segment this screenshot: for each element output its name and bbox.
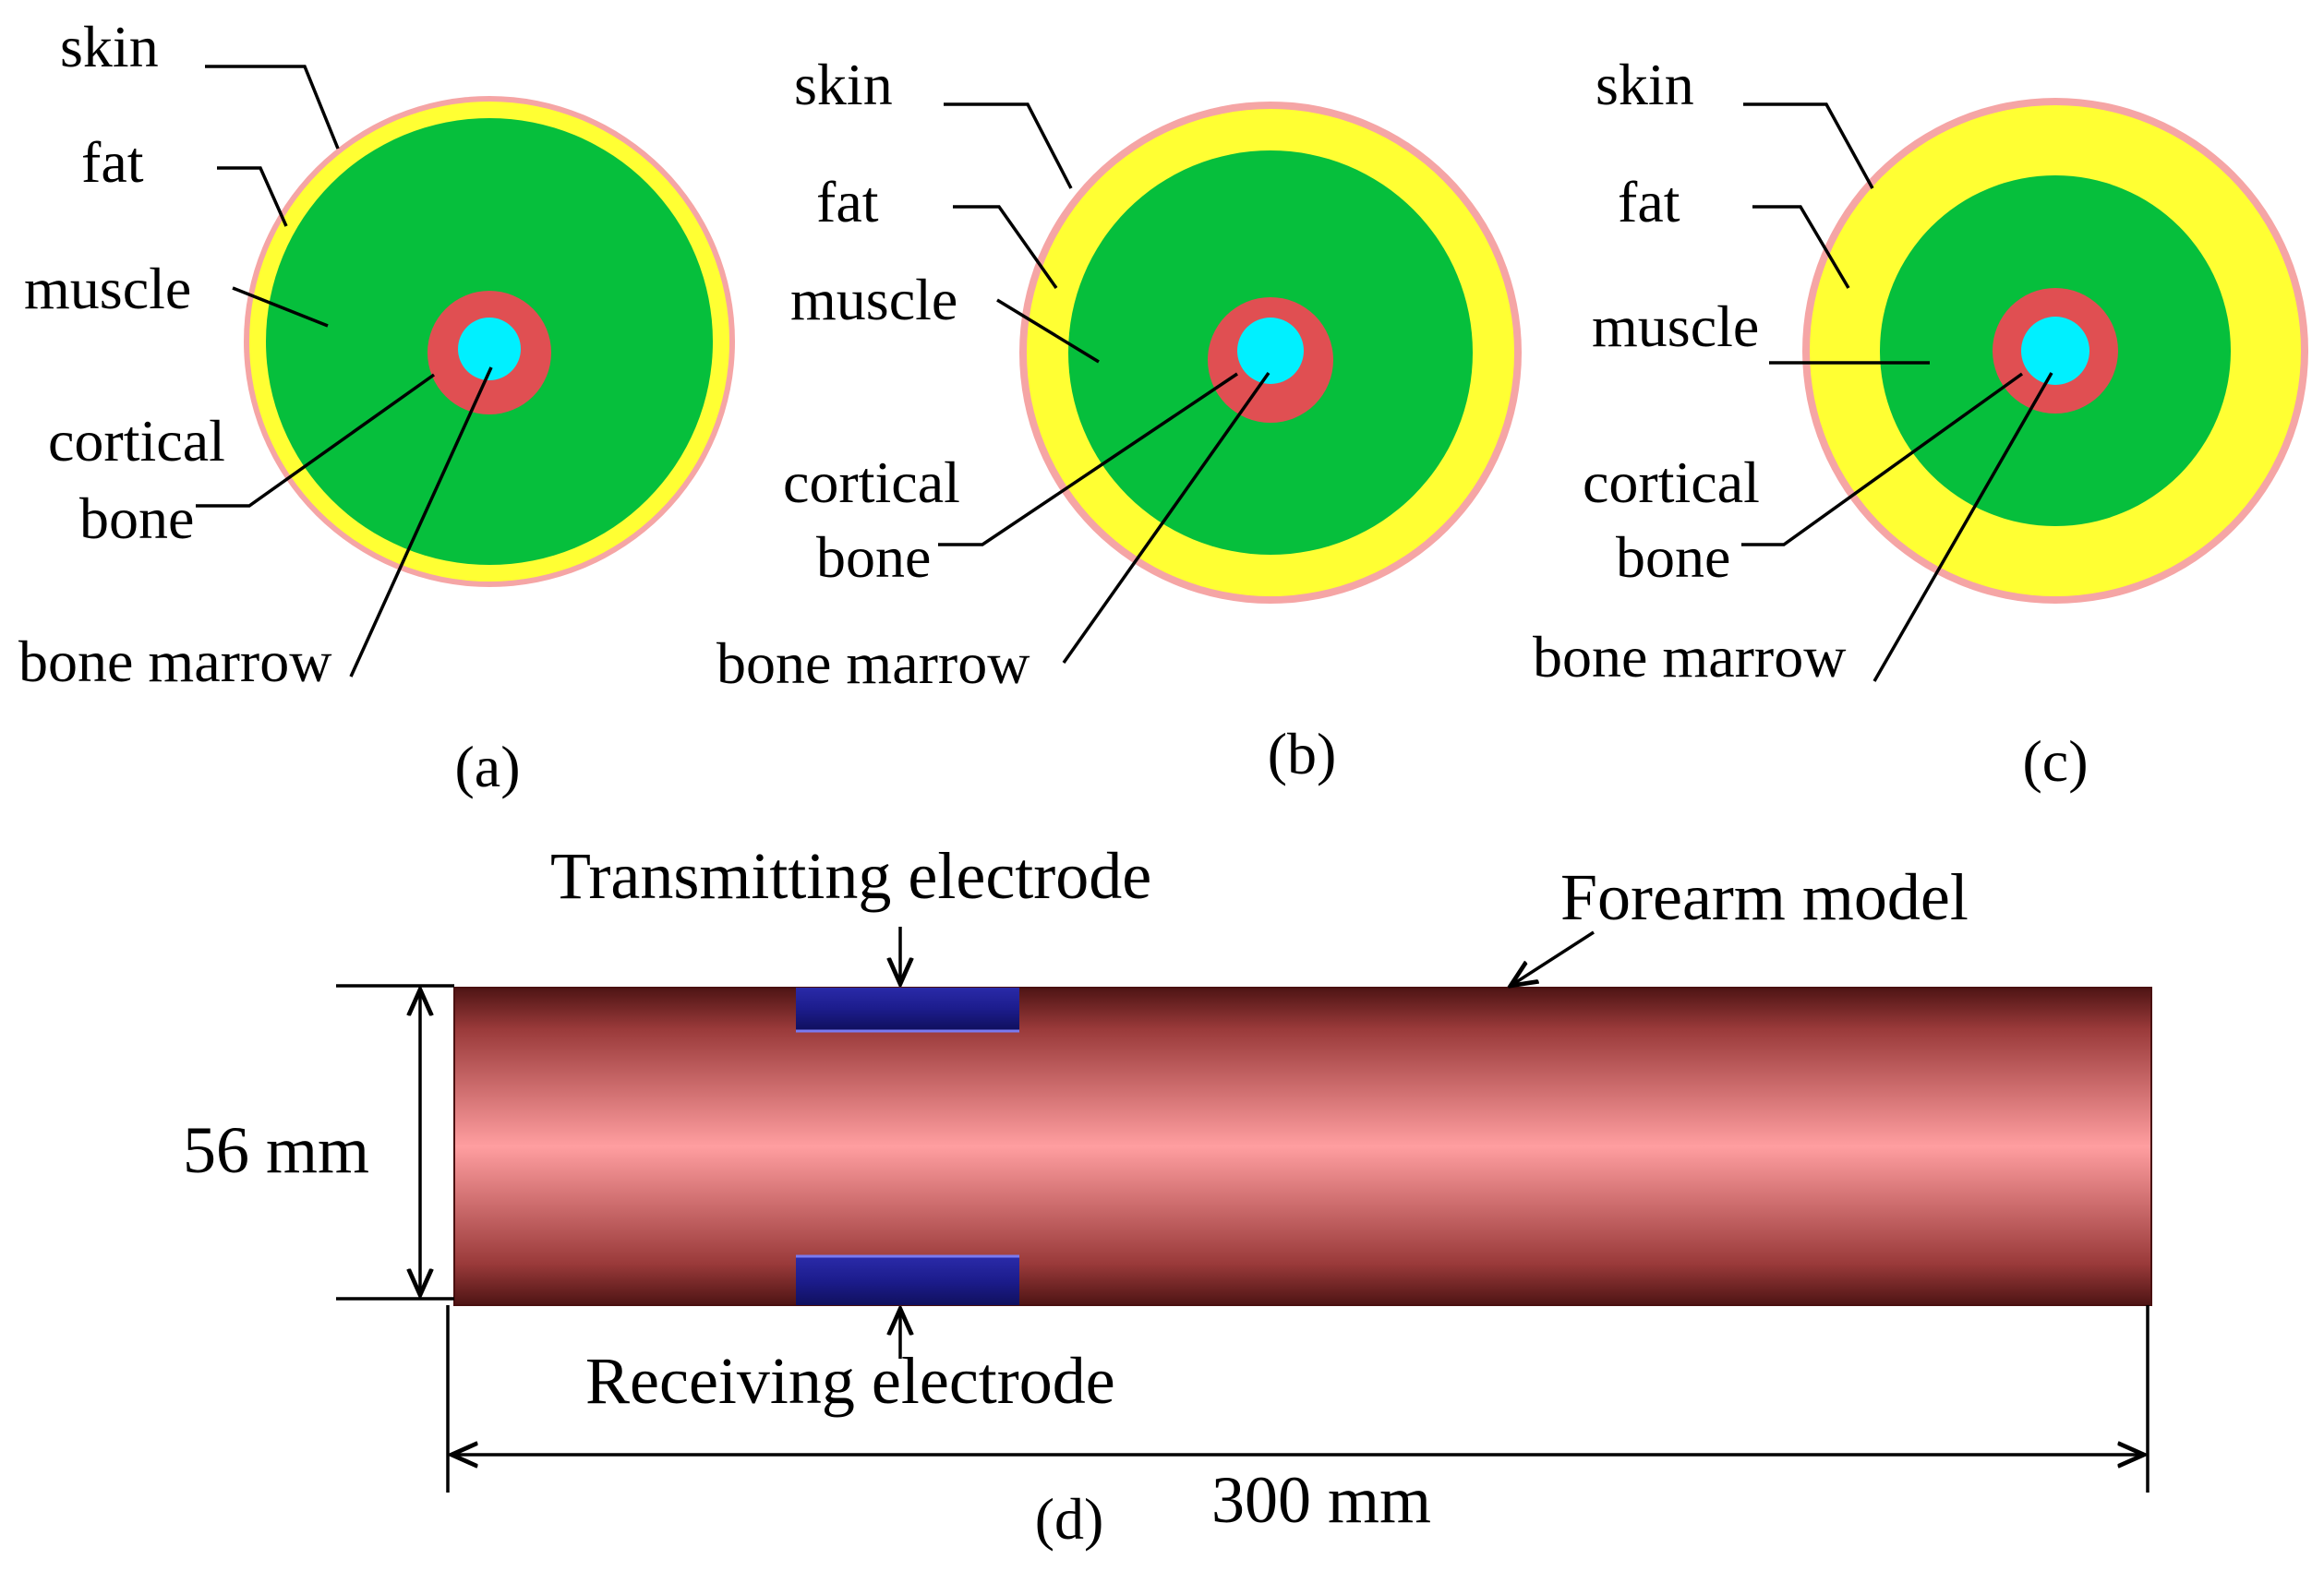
cortical-bone-leader-line bbox=[938, 372, 1238, 546]
transmitting-electrode bbox=[796, 988, 1019, 1030]
panel-d-caption: (d) bbox=[1035, 1486, 1104, 1552]
skin-label: skin bbox=[60, 14, 159, 79]
panel-c: skin fat muscle cortical bone bone marro… bbox=[1533, 52, 2308, 794]
receiving-electrode-label: Receiving electrode bbox=[585, 1344, 1115, 1418]
panel-c-caption: (c) bbox=[2022, 728, 2088, 794]
forearm-cylinder bbox=[453, 987, 2152, 1306]
bone-marrow-leader-line bbox=[1062, 371, 1270, 665]
forearm-pointer-arrow bbox=[1511, 930, 1595, 986]
cortical-bone-label: bone bbox=[79, 486, 194, 551]
muscle-leader-line bbox=[232, 286, 329, 328]
fat-label: fat bbox=[81, 129, 144, 195]
bone-marrow-layer bbox=[458, 318, 521, 380]
muscle-leader-line bbox=[996, 298, 1100, 364]
cortical-label: cortical bbox=[1583, 450, 1760, 515]
skin-leader-line bbox=[1743, 102, 1874, 189]
fat-leader-line bbox=[217, 166, 288, 227]
bone-marrow-layer bbox=[2021, 317, 2089, 385]
cortical-label: cortical bbox=[48, 408, 225, 474]
diameter-label: 56 mm bbox=[183, 1113, 369, 1187]
bone-marrow-leader-line bbox=[349, 366, 493, 678]
skin-leader-line bbox=[205, 65, 340, 150]
cortical-label: cortical bbox=[783, 450, 960, 515]
fat-leader-line bbox=[953, 205, 1058, 290]
cortical-bone-leader-line bbox=[196, 373, 436, 508]
panel-a-caption: (a) bbox=[454, 734, 520, 799]
bone-marrow-leader-line bbox=[1872, 372, 2053, 682]
bone-marrow-label: bone marrow bbox=[18, 629, 331, 694]
receiving-electrode bbox=[796, 1257, 1019, 1305]
panel-d: 56 mm 300 mm Transmitting electrode Fore… bbox=[183, 839, 2152, 1552]
bone-marrow-label: bone marrow bbox=[1533, 624, 1846, 690]
muscle-label: muscle bbox=[790, 267, 957, 332]
bone-marrow-label: bone marrow bbox=[716, 630, 1030, 696]
skin-label: skin bbox=[1595, 52, 1694, 117]
cortical-bone-label: bone bbox=[1616, 524, 1730, 590]
fat-label: fat bbox=[816, 169, 879, 234]
cortical-bone-leader-line bbox=[1741, 372, 2024, 546]
muscle-label: muscle bbox=[24, 256, 191, 321]
skin-label: skin bbox=[794, 52, 893, 117]
forearm-model-label: Forearm model bbox=[1560, 860, 1969, 934]
transmitting-electrode-label: Transmitting electrode bbox=[550, 839, 1151, 913]
muscle-label: muscle bbox=[1592, 294, 1759, 359]
fat-label: fat bbox=[1618, 169, 1680, 234]
panel-b: skin fat muscle cortical bone bone marro… bbox=[716, 52, 1522, 786]
skin-leader-line bbox=[944, 102, 1073, 189]
panel-b-caption: (b) bbox=[1268, 721, 1337, 786]
fat-leader-line bbox=[1752, 205, 1850, 289]
length-label: 300 mm bbox=[1211, 1463, 1431, 1537]
panel-a: skin fat muscle cortical bone bone marro… bbox=[18, 14, 735, 799]
cortical-bone-label: bone bbox=[816, 524, 931, 590]
bone-marrow-layer bbox=[1237, 318, 1304, 384]
